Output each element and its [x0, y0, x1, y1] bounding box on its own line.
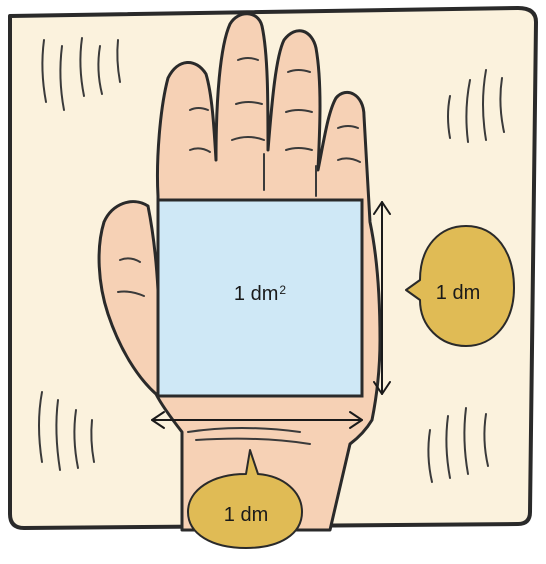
square-area-value: 1 dm [234, 283, 278, 305]
bubble-bottom-label: 1 dm [206, 503, 286, 527]
square-area-exponent: 2 [279, 283, 286, 297]
square-area-label: 1 dm2 [158, 282, 362, 306]
bubble-right-label: 1 dm [418, 281, 498, 305]
